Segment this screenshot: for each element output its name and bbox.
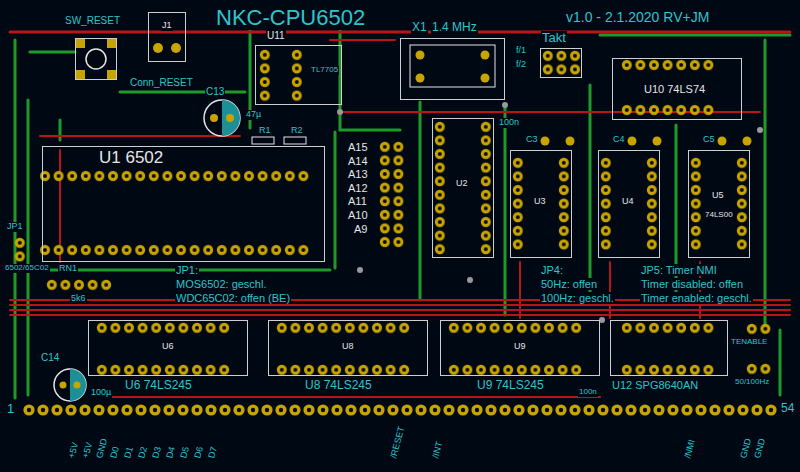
part-name: JP1 xyxy=(6,222,24,232)
ic-footprint: U10 74LS74 xyxy=(612,58,742,120)
ic-footprint: SW_RESET xyxy=(75,38,117,80)
ref-designator: U1 6502 xyxy=(98,149,164,168)
signal-name: A9 xyxy=(353,223,368,235)
jumper-note: 100Hz: geschl. xyxy=(540,292,615,304)
jumper-note: WDC65C02: offen (BE) xyxy=(175,292,291,304)
ref-designator: U6 74LS245 xyxy=(124,379,193,392)
ref-designator: SW_RESET xyxy=(64,15,121,26)
ref-designator: J1 xyxy=(161,21,173,31)
jumper-note: 50Hz: offen xyxy=(540,278,598,290)
ic-footprint: U6U6 74LS245 xyxy=(88,320,248,376)
ref-designator: X1 xyxy=(411,21,428,34)
ref-designator: TL7705 xyxy=(310,66,339,75)
ref-designator: U9 xyxy=(513,342,527,352)
part-value: 6502/65C02 xyxy=(4,264,50,273)
ref-designator: U3 xyxy=(533,197,547,207)
ic-footprint: X11.4 MHz xyxy=(400,38,505,100)
ic-footprint: U1 6502 xyxy=(42,146,325,262)
jumper-note: JP5: Timer NMI xyxy=(640,264,718,276)
ref-designator: U6 xyxy=(161,342,175,352)
ic-footprint: U2 xyxy=(432,118,494,258)
ic-footprint: U8U8 74LS245 xyxy=(268,320,428,376)
ref-designator: Conn_RESET xyxy=(129,77,194,88)
pin-name: TENABLE xyxy=(730,338,768,347)
part-name: C5 xyxy=(702,135,716,145)
pin-number: 1 xyxy=(6,402,15,416)
ic-footprint: U12 SPG8640AN xyxy=(610,320,728,376)
part-value: 100n xyxy=(498,118,520,128)
jumper-note: JP1: xyxy=(175,264,199,276)
red-traces xyxy=(10,32,790,397)
pin-name: f/2 xyxy=(515,60,527,70)
part-value: 5k6 xyxy=(70,294,87,304)
signal-name: A10 xyxy=(347,209,369,221)
ic-footprint: U3 xyxy=(510,150,572,258)
ref-designator: U9 74LS245 xyxy=(476,379,545,392)
version-note: v1.0 - 2.1.2020 RV+JM xyxy=(565,10,710,25)
ref-designator: U5 xyxy=(711,191,725,201)
pin-name: 50/100Hz xyxy=(734,378,770,387)
jumper-note: Timer disabled: offen xyxy=(640,278,744,290)
ref-designator: U10 74LS74 xyxy=(643,83,706,95)
ic-footprint: U11TL7705 xyxy=(255,45,342,105)
part-value: 47µ xyxy=(245,110,262,120)
ref-designator: 74LS00 xyxy=(704,211,734,220)
signal-name: A14 xyxy=(347,155,369,167)
part-name: R2 xyxy=(290,126,304,136)
ref-designator: Takt xyxy=(541,31,567,45)
ic-footprint: U5 74LS00 xyxy=(688,150,750,258)
jumper-note: JP4: xyxy=(540,264,564,276)
board-title: NKC-CPU6502 xyxy=(215,6,366,30)
part-value: 100n xyxy=(578,388,598,397)
jumper-note: MOS6502: geschl. xyxy=(175,278,268,290)
ic-footprint: Takt xyxy=(540,48,582,78)
jumper-note: Timer enabled: geschl. xyxy=(640,292,753,304)
ref-designator: U8 xyxy=(341,342,355,352)
signal-name: A13 xyxy=(347,168,369,180)
pin-number: 54 xyxy=(780,402,795,415)
part-name: C4 xyxy=(612,135,626,145)
ic-footprint: J1Conn_RESET xyxy=(148,12,186,62)
part-name: R1 xyxy=(258,126,272,136)
ref-designator: U8 74LS245 xyxy=(304,379,373,392)
part-name: C14 xyxy=(40,352,60,363)
ic-footprint: U9U9 74LS245 xyxy=(440,320,600,376)
ref-designator: U11 xyxy=(266,30,286,41)
ref-designator: U4 xyxy=(621,197,635,207)
signal-name: A12 xyxy=(347,182,369,194)
ref-designator: U12 SPG8640AN xyxy=(611,379,699,391)
signal-name: A15 xyxy=(347,141,369,153)
part-name: C13 xyxy=(205,86,225,97)
ic-footprint: U4 xyxy=(598,150,660,258)
signal-name: A11 xyxy=(347,195,368,207)
ref-designator: 1.4 MHz xyxy=(431,21,478,34)
green-traces xyxy=(15,22,790,398)
ref-designator: U2 xyxy=(455,179,469,189)
part-name: C3 xyxy=(525,135,539,145)
part-name: RN1 xyxy=(58,264,78,274)
pad-rows xyxy=(13,48,778,417)
component-parts xyxy=(54,38,763,401)
pin-name: f/1 xyxy=(515,46,527,56)
part-value: 100µ xyxy=(90,388,112,398)
